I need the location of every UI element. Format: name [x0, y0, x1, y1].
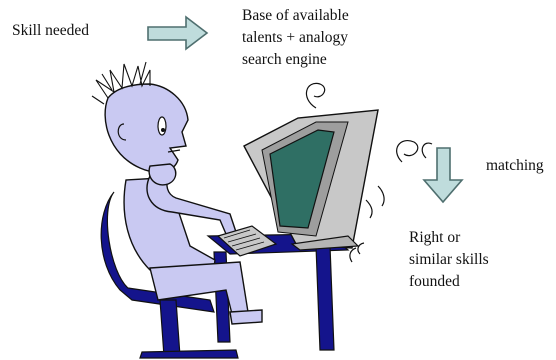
right-arrow-icon: [148, 17, 207, 49]
search-engine-label: Base of available talents + analogy sear…: [242, 5, 349, 71]
monitor: [244, 110, 378, 250]
search-engine-label-line: talents + analogy: [242, 27, 349, 49]
result-label-line: similar skills: [409, 249, 489, 271]
skill-needed-label: Skill needed: [12, 20, 89, 42]
result-label-line: Right or: [409, 227, 489, 249]
down-arrow-icon: [424, 148, 462, 202]
result-label-line: founded: [409, 271, 489, 293]
search-engine-label-line: Base of available: [242, 5, 349, 27]
search-engine-label-line: search engine: [242, 49, 349, 71]
result-label: Right or similar skills founded: [409, 227, 489, 293]
matching-label: matching: [486, 155, 544, 177]
